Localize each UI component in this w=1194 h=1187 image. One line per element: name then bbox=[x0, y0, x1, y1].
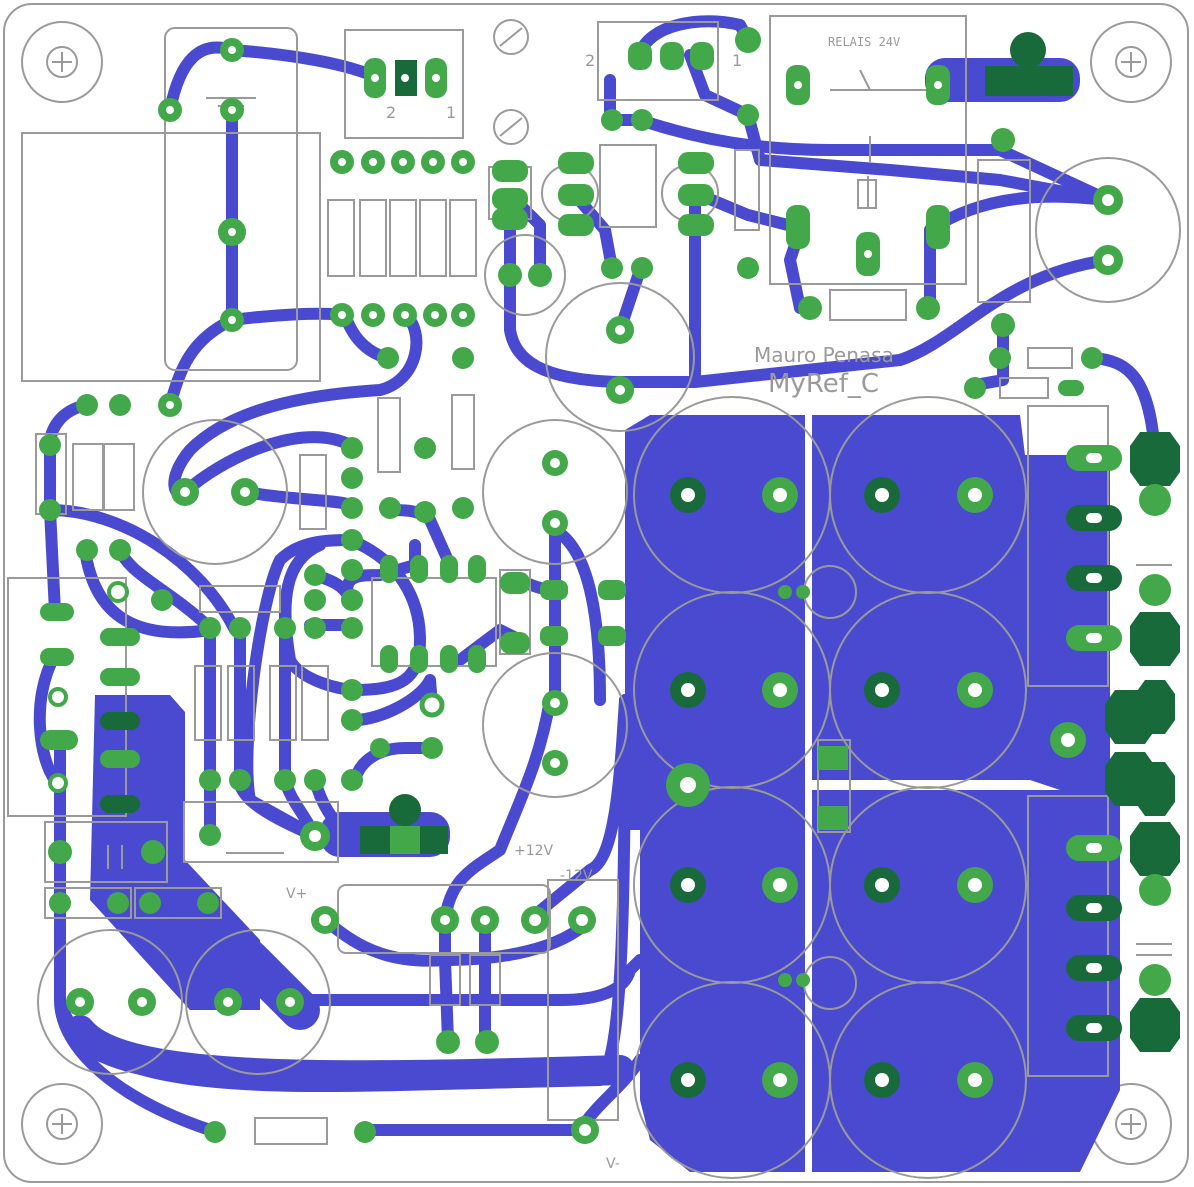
v-minus-12-label: -12V bbox=[560, 868, 593, 884]
project-label: MyRef_C bbox=[768, 369, 879, 399]
silkscreen bbox=[7, 15, 1181, 1179]
pin-2-left-label: 2 bbox=[386, 103, 396, 122]
v-minus-label: V- bbox=[606, 1156, 620, 1172]
v-plus-label: V+ bbox=[286, 886, 307, 902]
pin-2-right-label: 2 bbox=[585, 51, 595, 70]
author-label: Mauro Penasa bbox=[754, 343, 894, 367]
pad-holes bbox=[75, 46, 1114, 1136]
v-plus-12-label: +12V bbox=[514, 843, 554, 859]
pin-1-left-label: 1 bbox=[446, 103, 456, 122]
pin-1-right-label: 1 bbox=[732, 51, 742, 70]
relay-label: RELAIS 24V bbox=[828, 35, 900, 49]
